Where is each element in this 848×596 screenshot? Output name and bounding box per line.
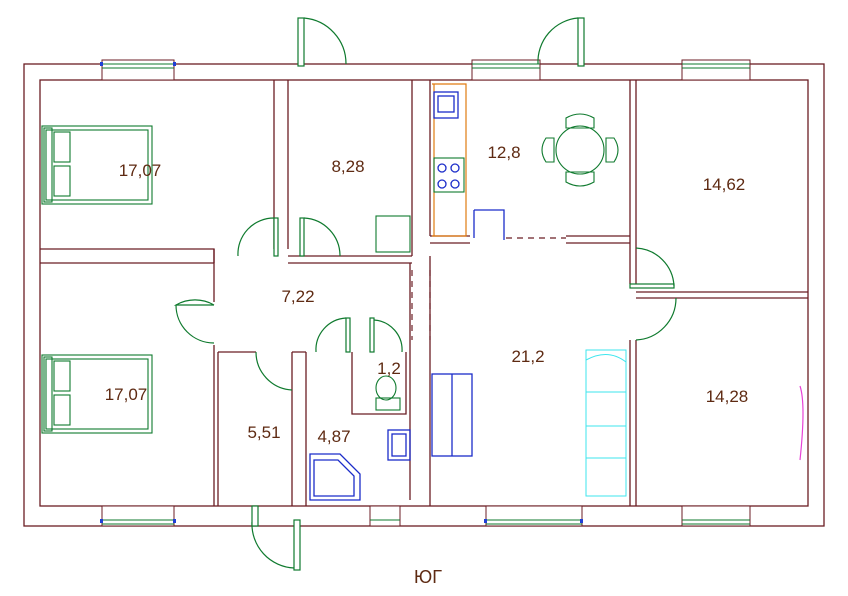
window-bottom-4 [681, 505, 751, 527]
armchair [431, 373, 473, 457]
room-area-label: 7,22 [281, 287, 314, 306]
window-top-3 [681, 59, 751, 81]
bed-sw [41, 354, 153, 434]
window-top-2 [471, 59, 541, 81]
room-area-label: 14,28 [706, 387, 749, 406]
window-bottom-1 [101, 505, 175, 527]
bed-nw [41, 125, 153, 205]
toilet-fixture [375, 375, 401, 411]
window-bottom-3 [485, 505, 583, 527]
open-passages [411, 237, 566, 340]
window-top-1 [101, 59, 175, 81]
room-area-label: 1,2 [377, 359, 401, 378]
interior-walls [40, 80, 808, 506]
room-area-label: 14,62 [703, 175, 746, 194]
room-area-label: 17,07 [105, 385, 148, 404]
sofa [585, 349, 627, 497]
room-area-label: 21,2 [511, 347, 544, 366]
cabinet-8-28 [375, 215, 411, 253]
doors [173, 17, 677, 571]
room-area-label: 5,51 [247, 423, 280, 442]
window-bottom-2 [369, 505, 401, 527]
compass-south-label: ЮГ [414, 567, 442, 587]
bath-fixtures [309, 429, 411, 501]
room-area-label: 17,07 [119, 161, 162, 180]
room-area-label: 8,28 [331, 157, 364, 176]
kitchen-counter [432, 83, 505, 240]
room-area-label: 4,87 [317, 427, 350, 446]
room-area-label: 12,8 [487, 143, 520, 162]
wall-fixture-se [799, 385, 804, 461]
windows [100, 59, 751, 527]
dining-table [541, 113, 619, 187]
outer-walls [23, 63, 825, 527]
